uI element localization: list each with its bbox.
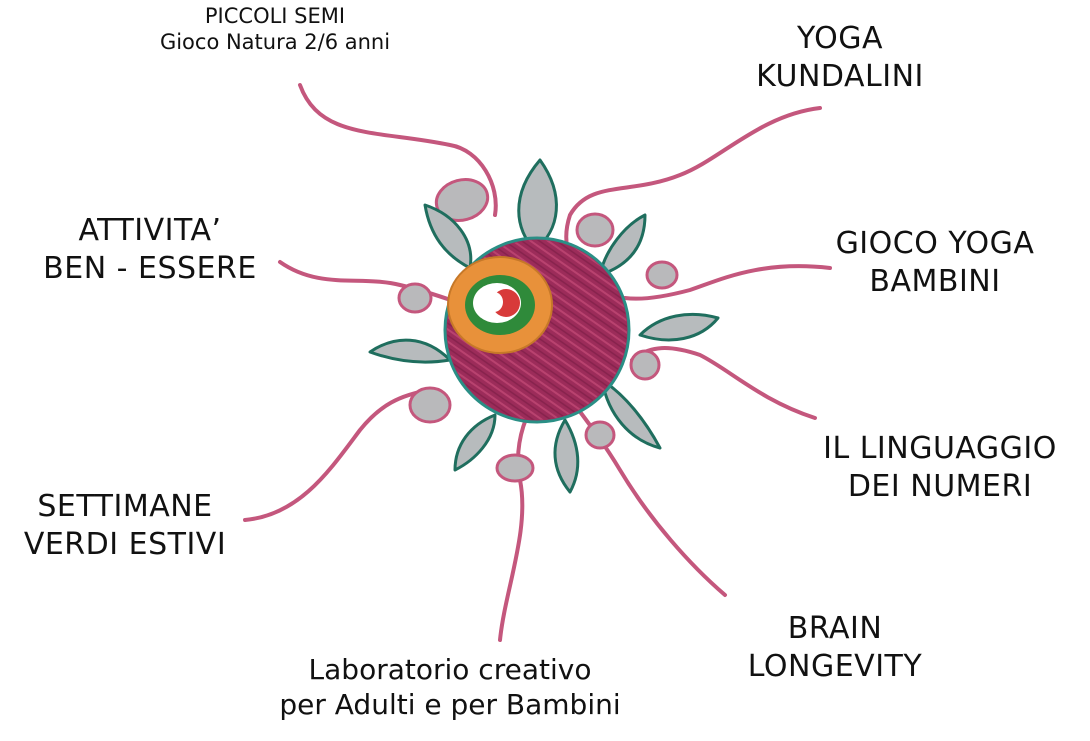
label-piccoli-semi[interactable]: PICCOLI SEMI Gioco Natura 2/6 anni bbox=[135, 3, 415, 56]
label-line: BRAIN bbox=[787, 611, 883, 646]
label-line: Laboratorio creativo bbox=[308, 653, 592, 686]
tendril-yoga-kundalini bbox=[564, 106, 822, 257]
tendril-settimane bbox=[243, 388, 432, 522]
label-line: Gioco Natura 2/6 anni bbox=[159, 30, 391, 55]
leaf-icon bbox=[553, 418, 580, 494]
label-line: KUNDALINI bbox=[756, 58, 924, 94]
tendril-attivita bbox=[278, 260, 467, 307]
label-line: PICCOLI SEMI bbox=[204, 4, 346, 28]
bud-icon bbox=[584, 420, 616, 450]
label-brain-longevity[interactable]: BRAIN LONGEVITY bbox=[720, 610, 950, 685]
bud-icon bbox=[645, 260, 679, 290]
bud-icon bbox=[434, 178, 490, 222]
buds bbox=[397, 178, 679, 483]
label-line: BEN - ESSERE bbox=[43, 250, 257, 286]
bud-icon bbox=[629, 349, 661, 381]
leaf-icon bbox=[453, 413, 497, 472]
bud-icon bbox=[575, 212, 615, 248]
tendril-gioco-yoga bbox=[623, 264, 832, 301]
label-settimane-verdi[interactable]: SETTIMANE VERDI ESTIVI bbox=[0, 488, 250, 563]
label-yoga-kundalini[interactable]: YOGA KUNDALINI bbox=[725, 20, 955, 95]
label-line: VERDI ESTIVI bbox=[23, 526, 227, 562]
leaf-icon bbox=[368, 338, 452, 364]
leaf-icon bbox=[517, 158, 558, 252]
label-attivita-benessere[interactable]: ATTIVITA’ BEN - ESSERE bbox=[20, 212, 280, 287]
label-line: LONGEVITY bbox=[747, 648, 923, 684]
label-line: per Adulti e per Bambini bbox=[279, 688, 621, 721]
tendril-piccoli-semi bbox=[298, 83, 498, 217]
label-gioco-yoga[interactable]: GIOCO YOGA BAMBINI bbox=[805, 225, 1065, 300]
leaves bbox=[368, 158, 720, 494]
bud-icon bbox=[397, 282, 433, 314]
flower-core bbox=[443, 236, 631, 424]
bud-icon bbox=[408, 386, 452, 424]
label-line: DEI NUMERI bbox=[847, 468, 1033, 504]
tendril-linguaggio bbox=[630, 346, 817, 420]
label-line: BAMBINI bbox=[869, 263, 1001, 299]
label-line: GIOCO YOGA bbox=[835, 226, 1035, 261]
label-laboratorio[interactable]: Laboratorio creativo per Adulti e per Ba… bbox=[240, 652, 660, 722]
label-line: IL LINGUAGGIO bbox=[823, 431, 1057, 466]
leaf-icon bbox=[598, 213, 647, 277]
label-linguaggio-numeri[interactable]: IL LINGUAGGIO DEI NUMERI bbox=[800, 430, 1080, 505]
tendrils bbox=[243, 83, 832, 642]
leaf-icon bbox=[423, 203, 473, 270]
label-line: YOGA bbox=[796, 21, 884, 56]
leaf-icon bbox=[600, 378, 662, 450]
label-line: ATTIVITA’ bbox=[78, 213, 222, 248]
bud-icon bbox=[495, 453, 535, 483]
tendril-laboratorio bbox=[498, 408, 532, 642]
leaf-icon bbox=[638, 312, 720, 342]
label-line: SETTIMANE bbox=[37, 489, 213, 524]
